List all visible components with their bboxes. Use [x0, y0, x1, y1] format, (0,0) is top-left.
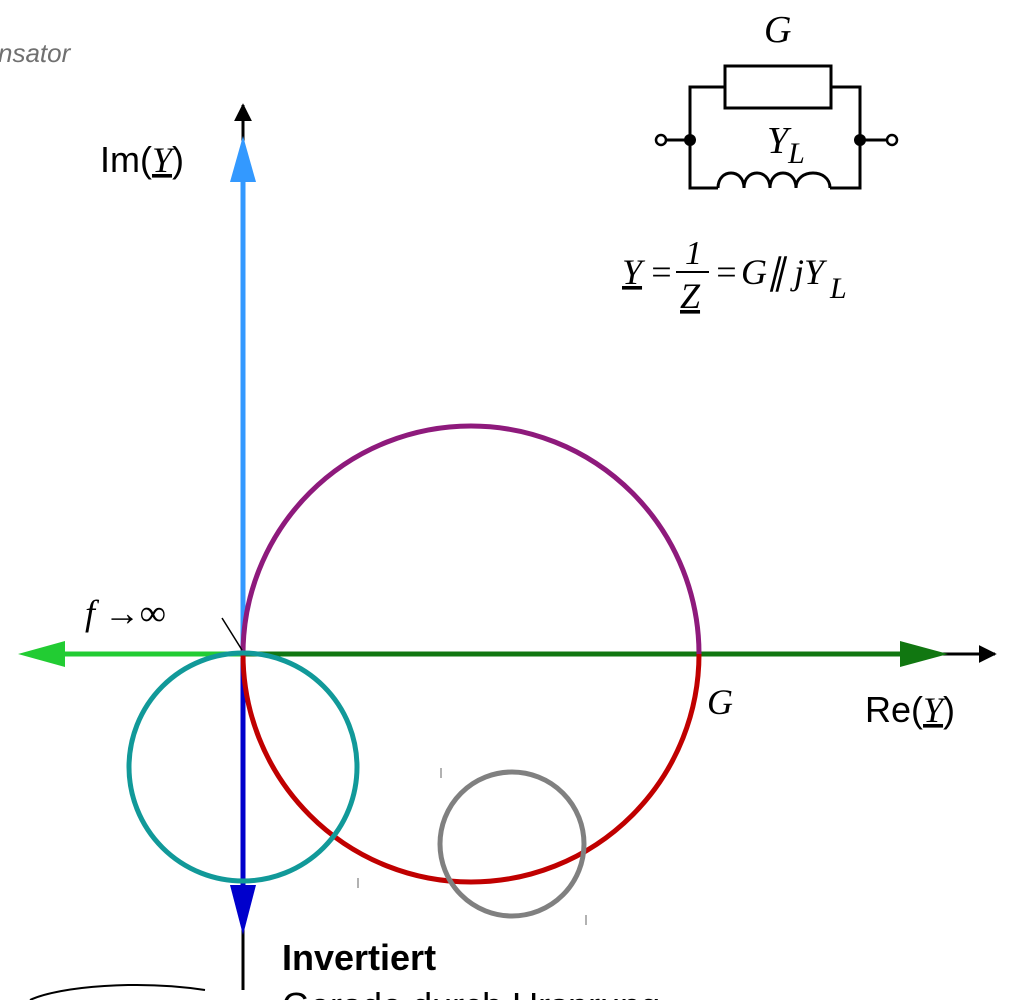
footer-subtitle: Gerade durch Ursprung — [282, 985, 660, 1000]
limit-pointer — [221, 617, 243, 651]
formula-lhs: Y — [622, 252, 646, 292]
circuit-yl-label: YL — [767, 120, 805, 170]
partial-title: nsator — [0, 38, 72, 68]
right-junction — [854, 134, 866, 146]
locus-upper-semicircle — [240, 423, 702, 655]
footer-title: Invertiert — [282, 937, 436, 978]
left-terminal — [654, 133, 668, 147]
locus-circle — [240, 423, 702, 885]
real-axis-label: Re(Y) — [865, 689, 955, 730]
real-right-arrowhead — [900, 641, 948, 667]
left-junction — [684, 134, 696, 146]
real-left-arrowhead — [18, 641, 65, 667]
limit-label: f →∞ — [85, 593, 166, 633]
g-point-label: G — [707, 682, 733, 722]
formula-numerator: 1 — [685, 235, 702, 272]
right-terminal — [885, 133, 899, 147]
colored-lines — [18, 136, 948, 935]
tick-marks — [357, 768, 587, 925]
imag-positive-arrowhead — [230, 136, 256, 182]
circuit-g-label: G — [764, 9, 791, 51]
formula-eq1: = — [649, 252, 673, 292]
locus-lower-semicircle — [240, 653, 702, 885]
gray-circle — [437, 769, 587, 919]
imag-negative-arrowhead — [230, 885, 256, 935]
inductor-coil — [716, 171, 832, 189]
formula-eq2: = — [714, 252, 738, 292]
formula-denominator: Z — [680, 276, 701, 316]
resistor-g — [723, 64, 833, 110]
partial-ellipse — [29, 984, 206, 1000]
teal-circle — [126, 650, 360, 884]
imag-axis-label: Im(Y) — [100, 139, 184, 180]
